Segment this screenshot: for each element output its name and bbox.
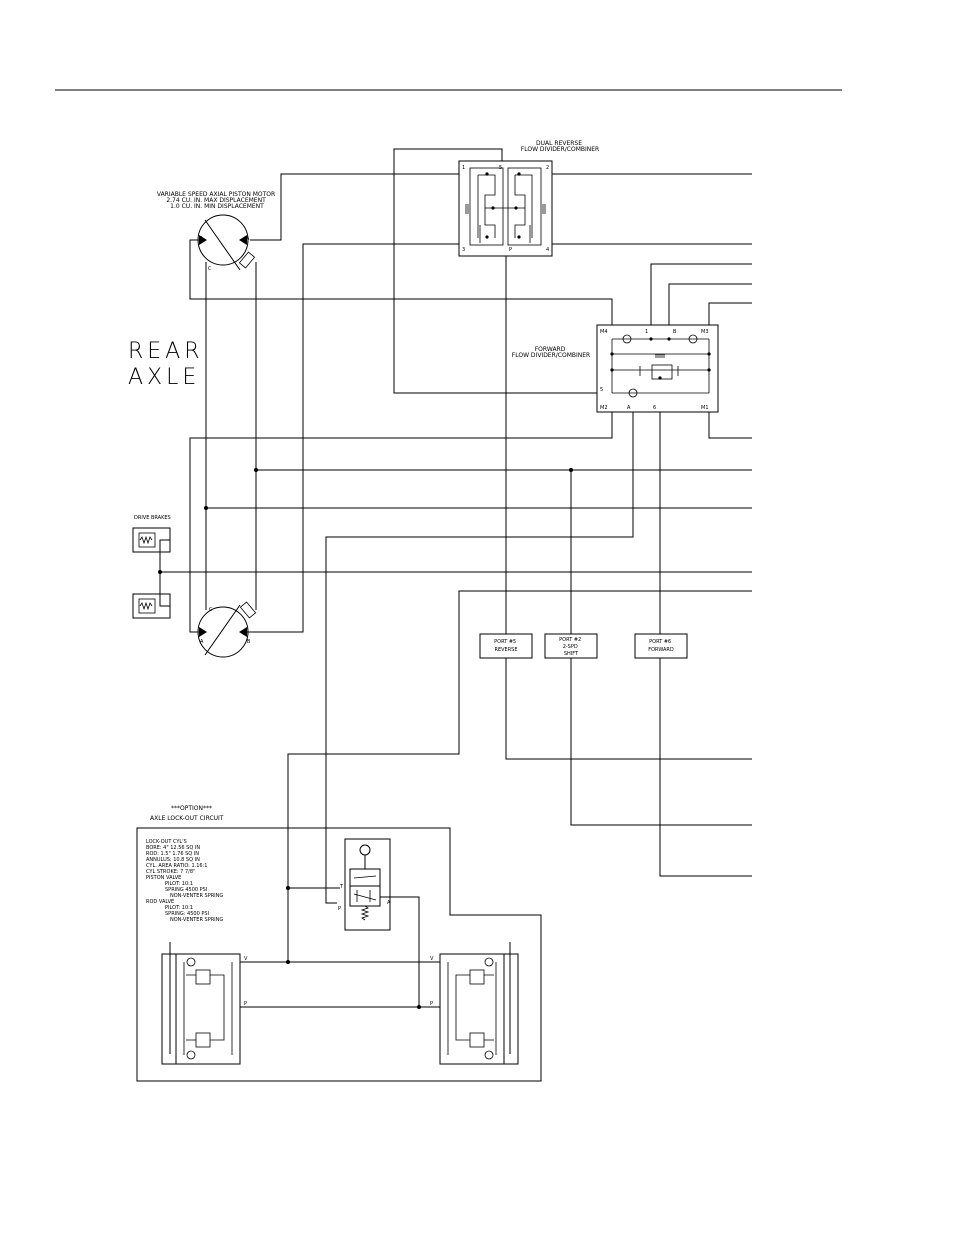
forward-flow-divider: FORWARD FLOW DIVIDER/COMBINER M4 1 B M3 … [512,324,719,413]
fw-port-m3: M3 [701,329,709,335]
fw-port-m1: M1 [701,405,709,411]
mb-port-b: B [247,639,251,645]
svg-text:PORT #5 REVERSE: PORT #5 REVERSE [494,639,518,653]
motor-title-1: VARIABLE SPEED AXIAL PISTON MOTOR [157,191,275,198]
option-title-2: AXLE LOCK-OUT CIRCUIT [150,815,224,822]
forward-title-2: FLOW DIVIDER/COMBINER [512,352,590,359]
axle-lockout-circuit: ***OPTION*** AXLE LOCK-OUT CIRCUIT LOCK-… [136,805,542,1082]
dual-reverse-title-1: DUAL REVERSE [536,140,582,147]
dr-port-3: 3 [462,247,465,253]
svg-text:PORT #2 2-SPD SHIF: PORT #2 2-SPD SHIFT [559,637,583,657]
drive-brakes: DRIVE BRAKES [132,515,171,619]
fw-port-1: 1 [645,329,648,335]
lockout-cylinder-right: V P [430,942,519,1065]
dr-port-5: 5 [499,165,502,171]
fw-port-m2: M2 [600,405,608,411]
option-title-1: ***OPTION*** [171,805,212,812]
dr-port-1: 1 [462,165,465,171]
port-6-box: PORT #6 FORWARD [634,633,688,659]
fw-port-b: B [673,329,677,335]
valve-port-t: T [339,884,344,890]
mb-port-c: C [209,607,213,613]
cr-port-v: V [430,956,434,962]
dual-reverse-flow-divider: DUAL REVERSE FLOW DIVIDER/COMBINER 1 5 2… [458,140,599,257]
valve-port-p: P [338,906,341,912]
lockout-valve: T P A [338,838,391,931]
mt-port-c: C [208,266,212,272]
dr-port-4: 4 [546,247,549,253]
svg-text:DUAL REVERSE FLOW DIVIDE: DUAL REVERSE FLOW DIVIDER/COMBINER [521,140,599,153]
rear-axle-title-1: REAR [128,339,204,364]
port-2-box: PORT #2 2-SPD SHIFT [544,633,598,659]
dr-port-2: 2 [546,165,549,171]
fw-port-a: A [627,405,631,411]
fw-port-m4: M4 [600,329,608,335]
fw-port-6: 6 [653,405,656,411]
junction-dots [158,468,573,1009]
valve-port-a: A [387,900,391,906]
cl-port-p: P [244,1001,247,1007]
svg-text:FORWARD FLOW DIVIDER/COM: FORWARD FLOW DIVIDER/COMBINER [512,346,590,359]
motor-title-2: 2.74 CU. IN. MAX DISPLACEMENT [166,197,266,204]
forward-title-1: FORWARD [535,346,566,353]
mt-port-a: A [246,236,250,242]
port-5-box: PORT #5 REVERSE [479,633,533,659]
cr-port-p: P [430,1001,433,1007]
rear-axle-title-2: AXLE [128,365,200,390]
fw-port-5: 5 [600,387,603,393]
lockout-specs: LOCK-OUT CYL'S BORE: 4" 12.56 SQ IN ROD:… [146,839,225,923]
cl-port-v: V [244,956,248,962]
svg-text:PORT #6 FORWARD: PORT #6 FORWARD [648,639,674,653]
mt-port-b: B [199,236,203,242]
mb-port-a: A [200,639,204,645]
motor-bottom: C A B [197,601,257,658]
motor-title-3: 1.0 CU. IN. MIN DISPLACEMENT [170,203,264,210]
drive-brakes-label: DRIVE BRAKES [134,515,171,521]
lockout-cylinder-left: V P [161,942,248,1065]
hydraulic-lines [159,148,752,962]
dual-reverse-title-2: FLOW DIVIDER/COMBINER [521,146,599,153]
motor-top: VARIABLE SPEED AXIAL PISTON MOTOR 2.74 C… [157,191,277,272]
dr-port-p: P [509,247,512,253]
svg-text:VARIABLE SPEED AXIAL PISTON MO: VARIABLE SPEED AXIAL PISTON MOTOR 2.74 C… [157,191,277,210]
